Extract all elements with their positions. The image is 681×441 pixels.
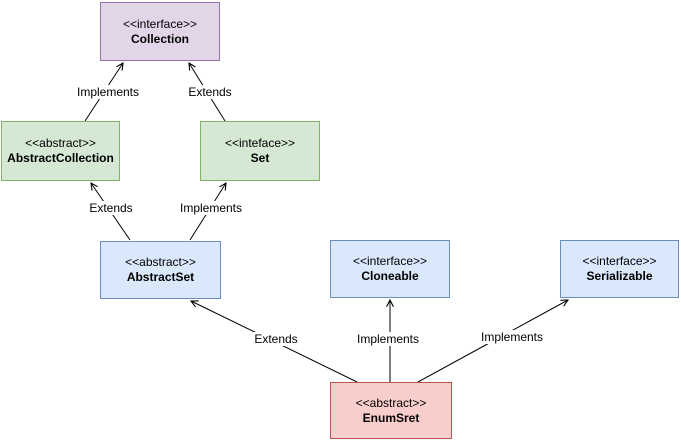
node-abstractset: <<abstract>> AbstractSet <box>100 241 221 299</box>
node-serializable-name: Serializable <box>586 269 653 283</box>
node-cloneable: <<interface>> Cloneable <box>330 240 450 298</box>
node-enumsret-name: EnumSret <box>362 410 420 425</box>
edge-label-abstractset-implements: Implements <box>177 201 245 215</box>
node-abstractcollection-stereotype: <<abstract>> <box>25 136 96 150</box>
node-collection-stereotype: <<interface>> <box>122 16 198 31</box>
node-abstractcollection: <<abstract>> AbstractCollection <box>1 121 120 181</box>
edge-label-abstractset-extends: Extends <box>87 201 135 215</box>
node-cloneable-stereotype: <<interface>> <box>352 254 428 268</box>
node-abstractset-name: AbstractSet <box>126 270 195 284</box>
node-set-stereotype: <<inteface>> <box>224 136 296 150</box>
node-set-name: Set <box>250 151 270 165</box>
edge-label-enumsret-extends: Extends <box>252 332 300 346</box>
node-abstractcollection-name: AbstractCollection <box>7 151 114 165</box>
node-abstractset-stereotype: <<abstract>> <box>125 255 196 269</box>
edge-label-abstractcollection-implements: Implements <box>74 85 142 99</box>
node-collection: <<interface>> Collection <box>100 2 220 61</box>
node-serializable-stereotype: <<interface>> <box>582 254 657 268</box>
edge-label-enumsret-implements-serializable: Implements <box>478 330 546 344</box>
node-collection-name: Collection <box>130 31 189 46</box>
node-cloneable-name: Cloneable <box>361 269 419 283</box>
edge-label-set-extends: Extends <box>186 85 234 99</box>
node-set: <<inteface>> Set <box>200 121 320 181</box>
node-enumsret-stereotype: <<abstract>> <box>355 395 427 410</box>
node-enumsret: <<abstract>> EnumSret <box>330 382 452 439</box>
node-serializable: <<interface>> Serializable <box>560 240 679 298</box>
edge-label-enumsret-implements-cloneable: Implements <box>354 332 422 346</box>
